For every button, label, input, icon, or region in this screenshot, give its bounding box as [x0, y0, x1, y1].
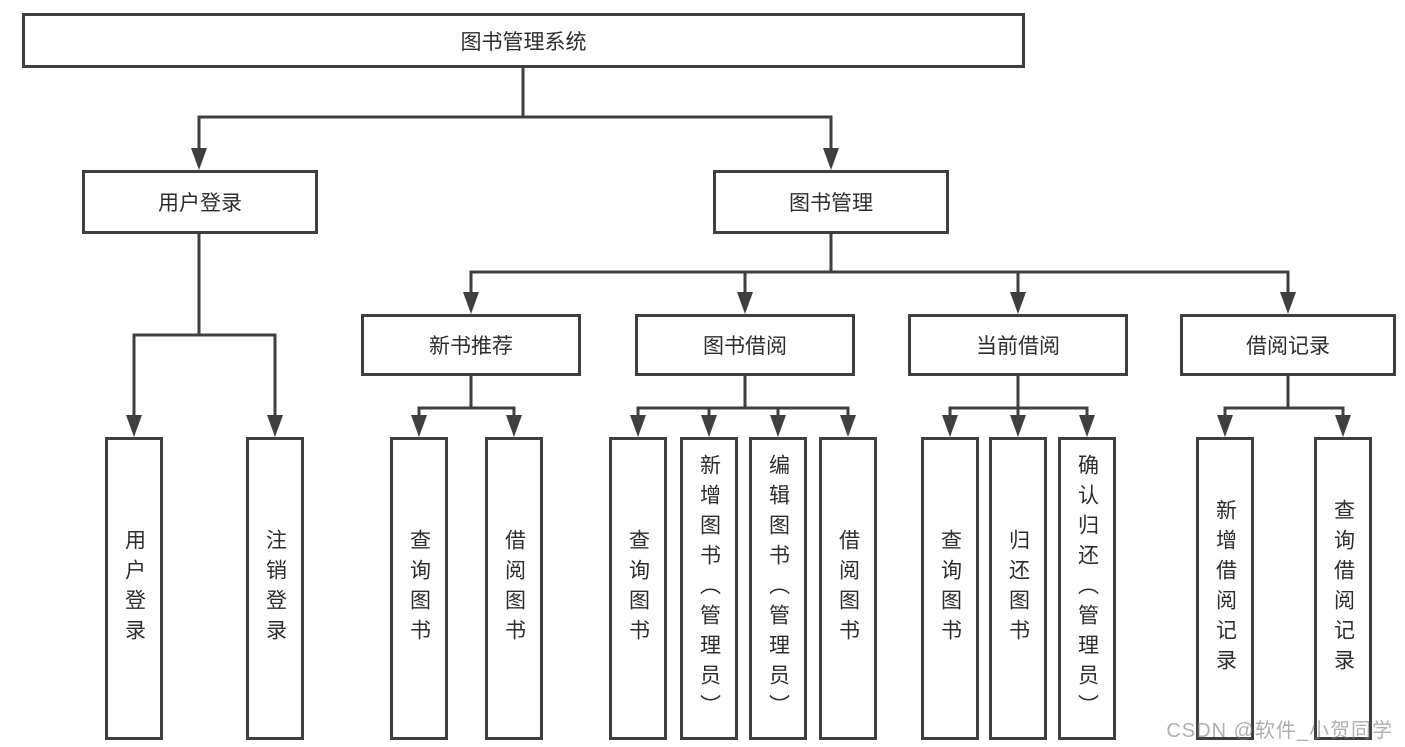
leaf-add-borrow-record-label: 新增借阅记录 — [1213, 498, 1237, 679]
leaf-query-books-recommend: 查询图书 — [390, 437, 448, 740]
leaf-add-book-admin: 新增图书（管理员） — [680, 437, 738, 740]
leaf-edit-book-admin: 编辑图书（管理员） — [749, 437, 807, 740]
leaf-query-borrow-record: 查询借阅记录 — [1314, 437, 1372, 740]
node-book-borrow: 图书借阅 — [635, 314, 855, 376]
connector-borrowrecords-to-leaves — [1223, 376, 1345, 418]
leaf-query-books-borrow: 查询图书 — [609, 437, 667, 740]
leaf-logout-label: 注销登录 — [263, 528, 287, 649]
node-borrow-records-label: 借阅记录 — [1246, 335, 1330, 358]
leaf-borrow-books-label: 借阅图书 — [836, 528, 860, 649]
leaf-confirm-return-admin: 确认归还（管理员） — [1058, 437, 1116, 740]
leaf-confirm-return-admin-label: 确认归还（管理员） — [1075, 453, 1099, 724]
node-book-borrow-label: 图书借阅 — [703, 335, 787, 358]
watermark: CSDN @软件_小贺同学 — [1166, 720, 1393, 742]
leaf-query-books-recommend-label: 查询图书 — [407, 528, 431, 649]
leaf-return-book-label: 归还图书 — [1006, 528, 1030, 649]
node-new-book-recommend: 新书推荐 — [361, 314, 581, 376]
leaf-borrow-books-recommend-label: 借阅图书 — [502, 528, 526, 649]
leaf-borrow-books: 借阅图书 — [819, 437, 877, 740]
node-library-system-label: 图书管理系统 — [460, 30, 587, 54]
leaf-edit-book-admin-label: 编辑图书（管理员） — [766, 453, 790, 724]
node-current-borrow-label: 当前借阅 — [976, 335, 1060, 358]
node-book-management-label: 图书管理 — [789, 192, 873, 215]
node-user-login-label: 用户登录 — [158, 192, 242, 215]
leaf-add-book-admin-label: 新增图书（管理员） — [697, 453, 721, 724]
arrowheads — [126, 148, 1351, 437]
leaf-add-borrow-record: 新增借阅记录 — [1196, 437, 1254, 740]
leaf-user-login-label: 用户登录 — [122, 528, 146, 649]
connector-userlogin-to-leaves — [132, 234, 277, 417]
leaf-logout: 注销登录 — [246, 437, 304, 740]
connector-currentborrow-to-leaves — [948, 376, 1089, 418]
leaf-return-book: 归还图书 — [989, 437, 1047, 740]
leaf-user-login: 用户登录 — [105, 437, 163, 740]
connector-root-to-level2 — [197, 68, 833, 150]
leaf-query-books-borrow-label: 查询图书 — [626, 528, 650, 649]
connector-newbook-to-leaves — [417, 376, 516, 418]
node-library-system: 图书管理系统 — [22, 13, 1025, 68]
node-borrow-records: 借阅记录 — [1180, 314, 1396, 376]
connector-bookmgmt-to-level3 — [469, 234, 1290, 294]
node-user-login: 用户登录 — [82, 170, 318, 234]
leaf-query-books-current: 查询图书 — [921, 437, 979, 740]
leaf-query-borrow-record-label: 查询借阅记录 — [1331, 498, 1355, 679]
connector-bookborrow-to-leaves — [636, 376, 850, 418]
node-book-management: 图书管理 — [713, 170, 949, 234]
leaf-query-books-current-label: 查询图书 — [938, 528, 962, 649]
leaf-borrow-books-recommend: 借阅图书 — [485, 437, 543, 740]
node-current-borrow: 当前借阅 — [908, 314, 1128, 376]
node-new-book-recommend-label: 新书推荐 — [429, 335, 513, 358]
